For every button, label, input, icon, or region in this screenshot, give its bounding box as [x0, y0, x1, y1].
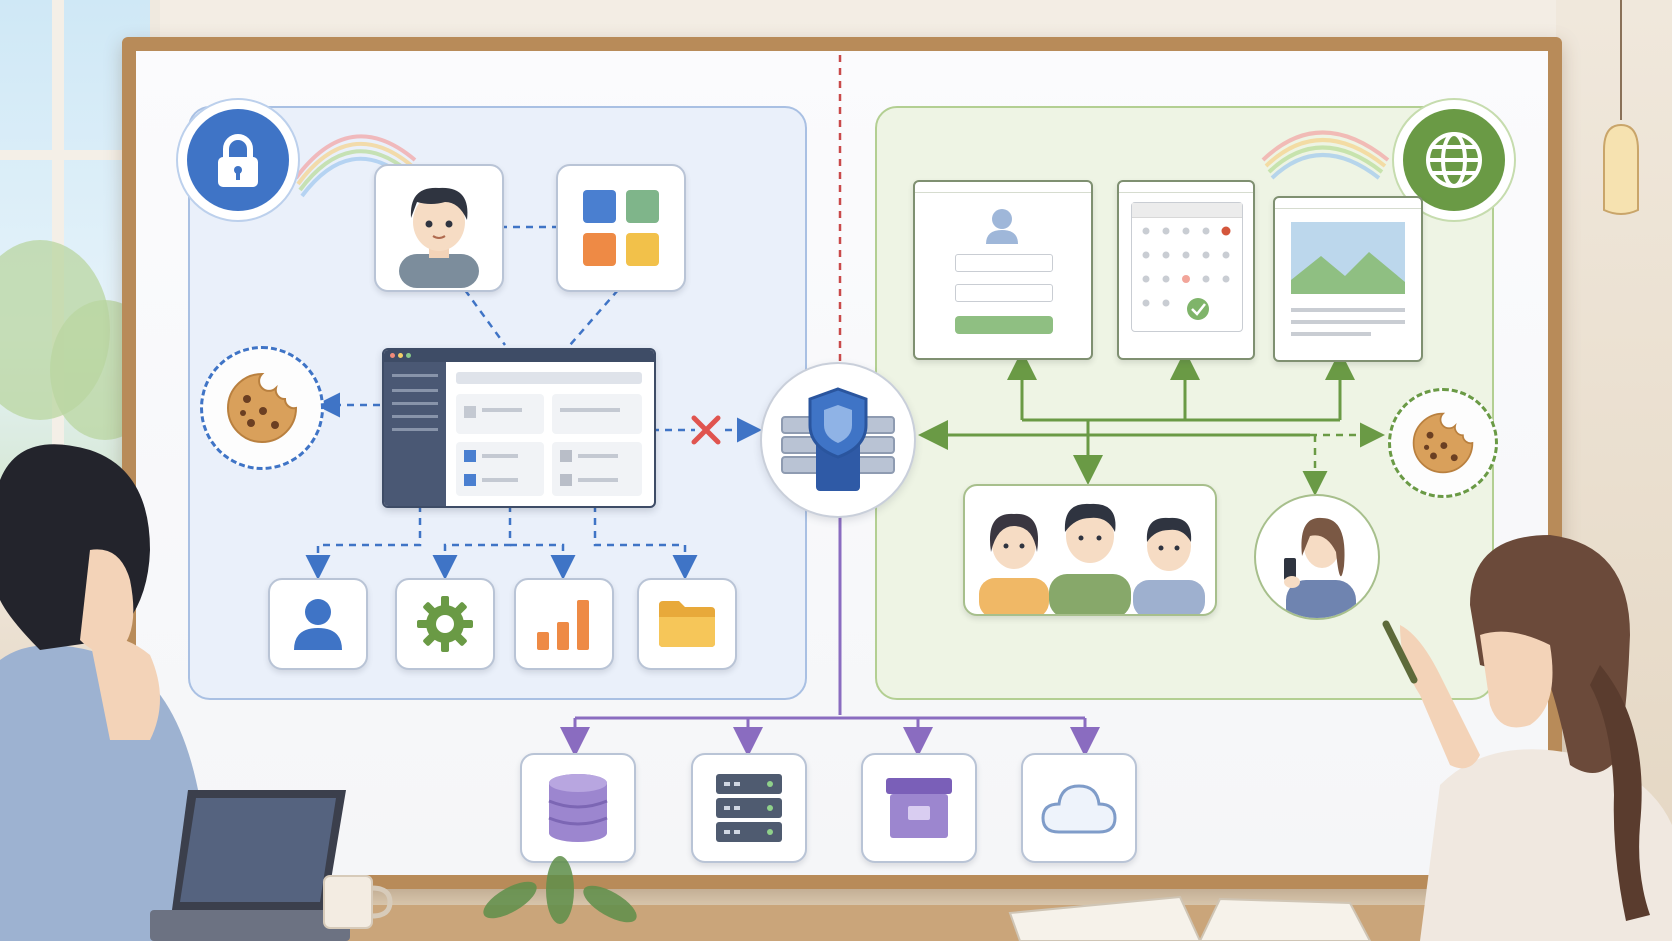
calendar-days	[1142, 226, 1231, 320]
link-window-chart	[510, 543, 576, 580]
lock-badge	[176, 98, 300, 222]
rainbow-left	[294, 134, 417, 198]
server-rack-icon	[716, 774, 782, 842]
password-field[interactable]	[955, 284, 1053, 302]
content-square	[560, 474, 572, 486]
user-avatar-card[interactable]	[374, 164, 504, 292]
cloud-icon	[1041, 784, 1117, 834]
app-tile-orange	[583, 233, 616, 266]
web-app-window[interactable]	[382, 348, 656, 508]
third-party-cookie-node[interactable]	[1388, 388, 1498, 498]
sidebar-line	[392, 402, 438, 405]
people-illustration	[979, 503, 1205, 614]
window-dot-icon	[406, 353, 411, 358]
app-grid-icon	[583, 190, 659, 266]
window-dot-icon	[390, 353, 395, 358]
rainbow-right	[1261, 130, 1390, 180]
gear-icon	[417, 596, 473, 652]
sidebar-line	[392, 389, 438, 392]
files-node[interactable]	[637, 578, 737, 670]
content-line	[1291, 332, 1371, 336]
image-icon	[1291, 222, 1405, 294]
login-button[interactable]	[955, 316, 1053, 334]
window-content-block	[552, 442, 642, 496]
cross-icon	[691, 415, 721, 445]
calendar-header	[1132, 203, 1242, 218]
person-node[interactable]	[268, 578, 368, 670]
window-titlebar	[915, 182, 1091, 193]
user-avatar	[399, 187, 479, 288]
calendar-grid	[1131, 202, 1243, 332]
firewall-node[interactable]	[760, 362, 916, 518]
content-line	[1291, 320, 1405, 324]
content-square	[560, 450, 572, 462]
lock-icon	[218, 134, 258, 187]
archive-node[interactable]	[861, 753, 977, 863]
username-field[interactable]	[955, 254, 1053, 272]
image-page-window[interactable]	[1273, 196, 1423, 362]
sidebar-line	[392, 415, 438, 418]
settings-node[interactable]	[395, 578, 495, 670]
sidebar-line	[392, 428, 438, 431]
archive-box-icon	[886, 778, 952, 838]
shield-firewall-icon	[781, 387, 895, 491]
person-icon	[294, 599, 342, 650]
phone-user-illustration	[1284, 517, 1356, 618]
content-line	[482, 454, 518, 458]
window-mullion	[0, 150, 150, 160]
content-line	[482, 478, 518, 482]
cloud-node[interactable]	[1021, 753, 1137, 863]
bar-chart-icon	[537, 600, 589, 650]
globe-badge-inner	[1403, 109, 1505, 211]
lock-badge-inner	[187, 109, 289, 211]
link-window-folder	[593, 505, 698, 580]
content-line	[1291, 308, 1405, 312]
app-tile-green	[626, 190, 659, 223]
content-square	[464, 406, 476, 418]
group-of-people[interactable]	[963, 484, 1217, 616]
window-content-block	[456, 394, 544, 434]
window-content-block	[456, 442, 544, 496]
window-titlebar	[1275, 198, 1421, 209]
database-icon	[548, 774, 608, 842]
first-party-cookie-node[interactable]	[200, 346, 324, 470]
sidebar-line	[392, 374, 438, 377]
app-tile-yellow	[626, 233, 659, 266]
window-titlebar	[384, 350, 654, 362]
cookie-icon	[1412, 412, 1474, 474]
app-grid-card[interactable]	[556, 164, 686, 292]
window-titlebar	[1119, 182, 1253, 193]
person-with-phone[interactable]	[1254, 494, 1380, 620]
content-line	[560, 408, 620, 412]
profile-icon	[986, 209, 1018, 244]
content-square	[464, 450, 476, 462]
window-sidebar	[384, 362, 446, 506]
window-content-block	[552, 394, 642, 434]
link-window-gear	[432, 505, 512, 580]
content-square	[464, 474, 476, 486]
calendar-window[interactable]	[1117, 180, 1255, 360]
window-dot-icon	[398, 353, 403, 358]
app-tile-blue	[583, 190, 616, 223]
window-header-bar	[456, 372, 642, 384]
login-form-window[interactable]	[913, 180, 1093, 360]
link-user-window	[463, 289, 507, 346]
database-node[interactable]	[520, 753, 636, 863]
server-node[interactable]	[691, 753, 807, 863]
globe-icon	[1426, 132, 1482, 188]
analytics-node[interactable]	[514, 578, 614, 670]
link-apps-window	[569, 289, 619, 346]
content-line	[578, 454, 618, 458]
folder-icon	[659, 601, 715, 647]
link-window-person	[305, 505, 422, 580]
content-line	[482, 408, 522, 412]
content-line	[578, 478, 618, 482]
cookie-icon	[227, 372, 298, 443]
